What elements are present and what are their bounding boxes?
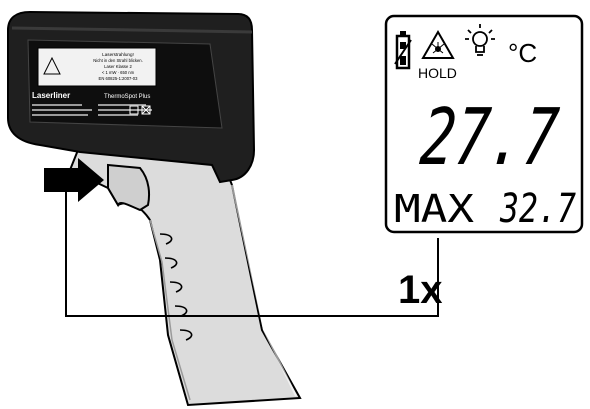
backlight-icon bbox=[465, 24, 495, 56]
brand-logo: Laserliner bbox=[32, 91, 70, 100]
fine-print bbox=[32, 104, 152, 116]
press-arrow-icon bbox=[44, 158, 104, 202]
battery-icon bbox=[394, 31, 412, 70]
ce-mark-icon bbox=[129, 105, 151, 115]
handle bbox=[68, 148, 302, 407]
unit-label: °C bbox=[508, 38, 537, 68]
laser-warning-label: Laserstrahlung! Nicht in den Strahl blic… bbox=[37, 47, 157, 87]
laser-icon bbox=[421, 29, 455, 59]
press-count-label: 1x bbox=[398, 268, 443, 312]
warning-line: EN 60825-1:2007-03 bbox=[99, 76, 139, 81]
grip-ridges bbox=[159, 233, 193, 341]
warning-line: Laser Klasse 2 bbox=[104, 64, 132, 69]
max-label: MAX bbox=[394, 187, 474, 231]
lcd-display: °C HOLD 27.7 MAX 32.7 bbox=[384, 14, 584, 234]
main-reading: 27.7 bbox=[417, 92, 563, 183]
trigger bbox=[107, 163, 150, 212]
hold-label: HOLD bbox=[418, 65, 457, 81]
warning-line: Nicht in den Strahl blicken. bbox=[93, 58, 143, 63]
model-name: ThermoSpot Plus bbox=[104, 94, 150, 100]
warning-line: Laserstrahlung! bbox=[102, 52, 134, 57]
max-reading: 32.7 bbox=[499, 186, 576, 232]
connector-line bbox=[65, 190, 439, 317]
warning-line: < 1 mW · 650 nm bbox=[102, 70, 135, 75]
